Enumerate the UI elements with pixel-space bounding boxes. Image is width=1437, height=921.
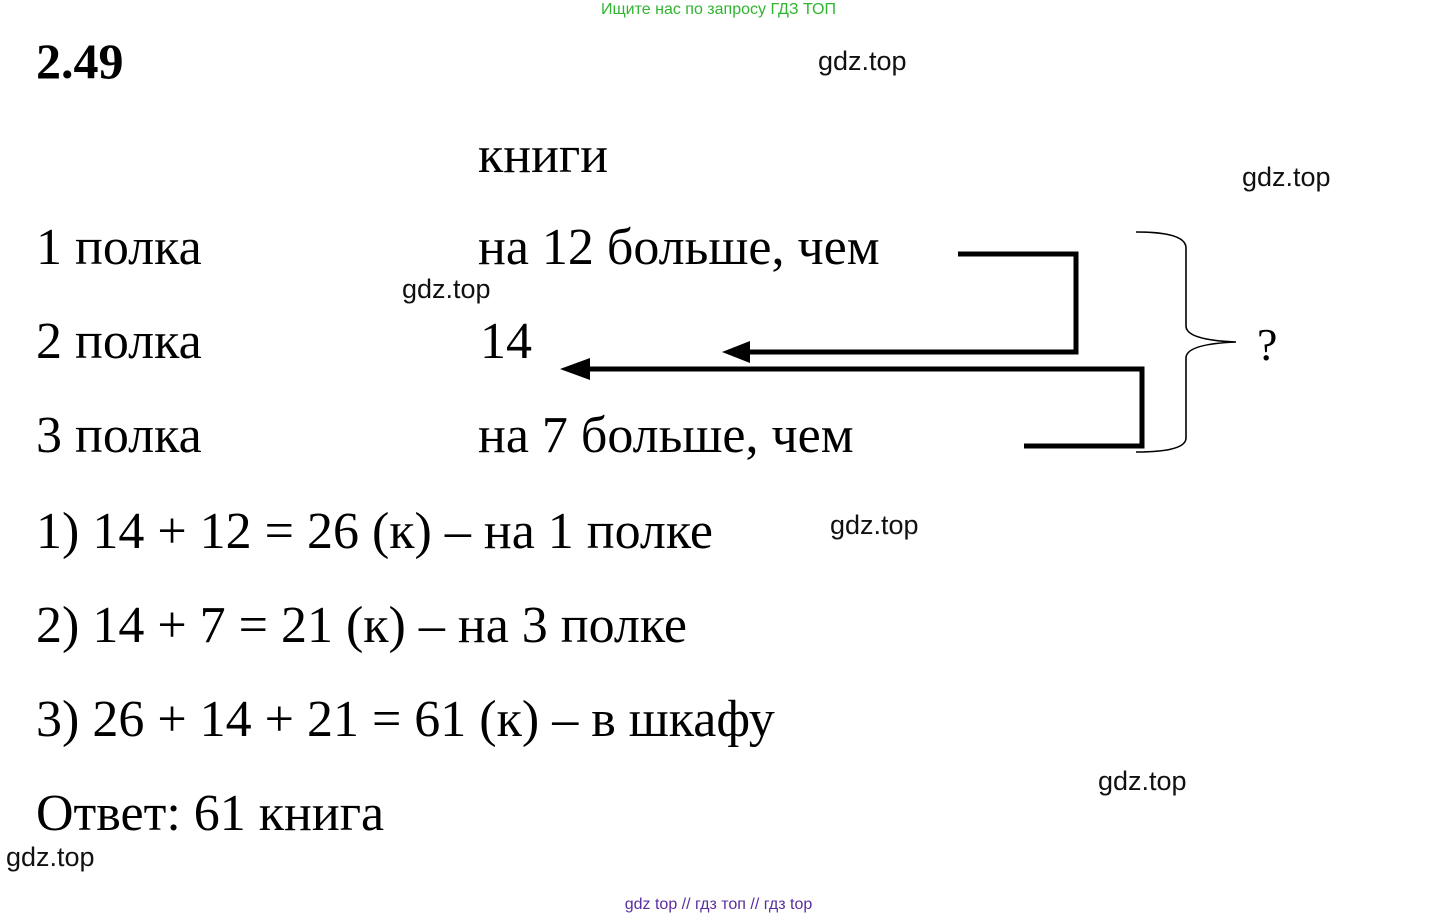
watermark: gdz.top <box>402 274 491 304</box>
footer-link[interactable]: гдз топ <box>695 896 746 913</box>
footer-link[interactable]: гдз top <box>763 896 813 913</box>
footer-links: gdz top // гдз топ // гдз top <box>0 896 1437 914</box>
watermark: gdz.top <box>830 510 919 540</box>
arrow-connector-shelf1 <box>748 251 1079 355</box>
row-value: 14 <box>480 313 532 370</box>
footer-link[interactable]: gdz top <box>624 896 678 913</box>
watermark: gdz.top <box>818 46 907 76</box>
solution-step: 2) 14 + 7 = 21 (к) – на 3 полке <box>36 597 687 654</box>
solution-step: 1) 14 + 12 = 26 (к) – на 1 полке <box>36 503 713 560</box>
problem-number: 2.49 <box>36 33 124 89</box>
top-banner: Ищите нас по запросу ГДЗ ТОП <box>601 1 836 18</box>
watermark: gdz.top <box>1242 162 1331 192</box>
footer-separator: // <box>681 896 691 913</box>
row-value: на 12 больше, чем <box>478 219 880 276</box>
arrowhead <box>560 358 590 380</box>
curly-brace <box>1135 231 1237 453</box>
answer: Ответ: 61 книга <box>36 785 385 842</box>
row-value: на 7 больше, чем <box>478 407 854 464</box>
question-mark: ? <box>1257 319 1278 370</box>
solution-step: 3) 26 + 14 + 21 = 61 (к) – в шкафу <box>36 691 775 748</box>
footer-separator: // <box>750 896 760 913</box>
arrowhead <box>722 341 750 363</box>
arrow-connector-shelf3 <box>588 366 1145 449</box>
watermark: gdz.top <box>6 842 95 872</box>
watermark: gdz.top <box>1098 766 1187 796</box>
column-header: книги <box>478 127 609 184</box>
row-label: 1 полка <box>36 219 202 276</box>
row-label: 3 полка <box>36 407 202 464</box>
row-label: 2 полка <box>36 313 202 370</box>
